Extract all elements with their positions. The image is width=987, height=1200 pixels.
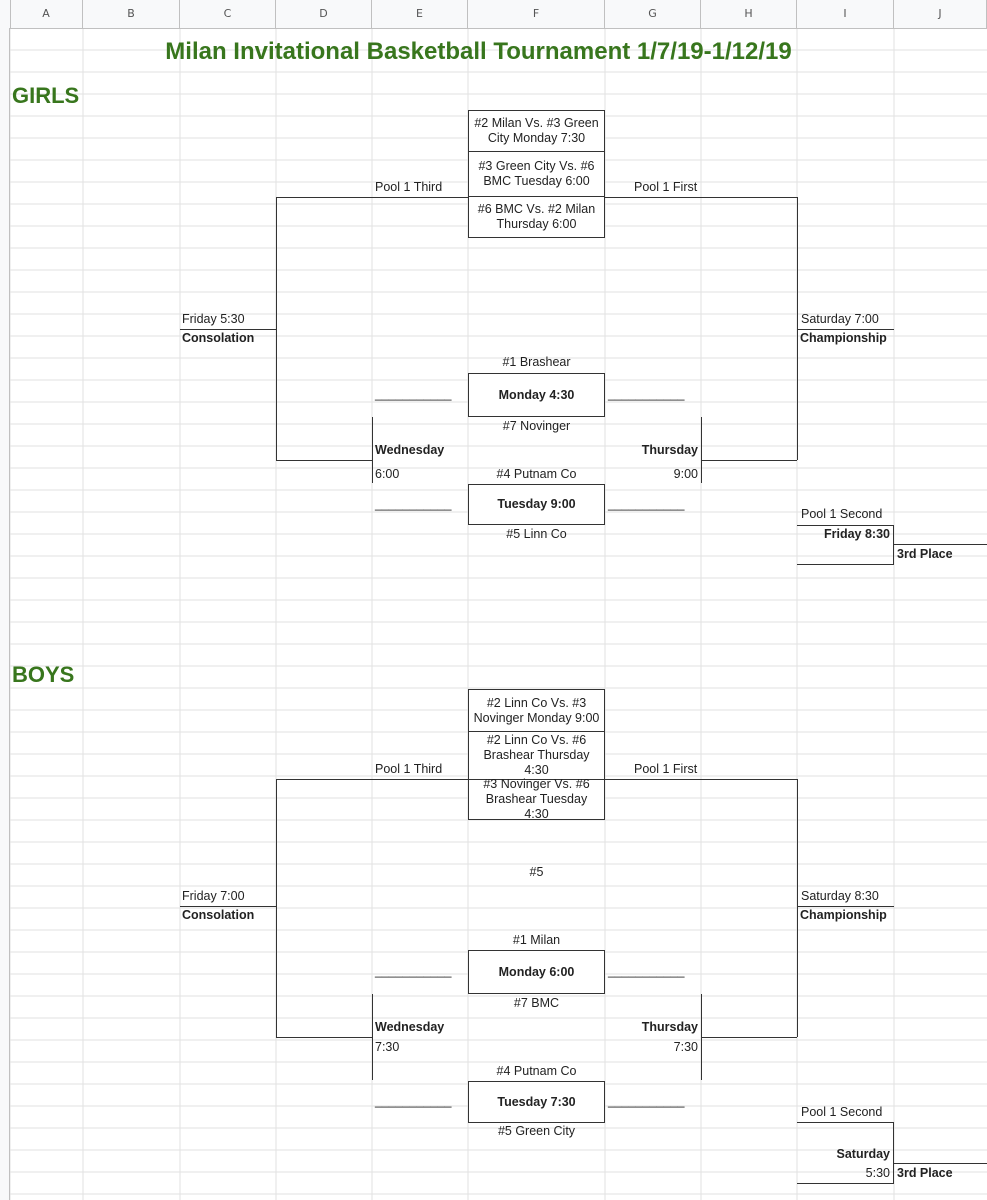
- girls-game2-time: Tuesday 9:00: [468, 484, 605, 525]
- girls-line-wednesday-vertical: [372, 417, 373, 483]
- boys-line-third-place-bottom: [797, 1183, 894, 1184]
- boys-game2-loser-blank: ___________: [608, 1094, 685, 1108]
- boys-third-place-label: 3rd Place: [897, 1166, 953, 1180]
- boys-line-championship-vertical: [797, 779, 798, 1037]
- column-header-e[interactable]: E: [372, 0, 468, 28]
- boys-line-third: [276, 779, 468, 780]
- boys-game1-loser-blank: ___________: [608, 964, 685, 978]
- girls-game1-winner-blank: ___________: [375, 387, 452, 401]
- girls-championship-label: Championship: [800, 331, 887, 345]
- boys-pool-game-1: #2 Linn Co Vs. #3 Novinger Monday 9:00: [468, 689, 605, 732]
- boys-line-pool1-second: [797, 1122, 894, 1123]
- girls-line-championship-vertical: [797, 197, 798, 460]
- girls-line-third-place-vertical: [893, 525, 894, 565]
- boys-game1-time: Monday 6:00: [468, 950, 605, 994]
- girls-third-place-label: 3rd Place: [897, 547, 953, 561]
- boys-third-place-day: Saturday: [836, 1147, 891, 1161]
- boys-pool-game-3: #3 Novinger Vs. #6 Brashear Tuesday 4:30: [468, 777, 605, 821]
- girls-pool1-first-label: Pool 1 First: [634, 180, 698, 194]
- girls-pool-game-3: #6 BMC Vs. #2 Milan Thursday 6:00: [468, 196, 605, 238]
- girls-game2-loser-blank: ___________: [608, 497, 685, 511]
- boys-championship-label: Championship: [800, 908, 887, 922]
- girls-line-consolation-vertical: [276, 197, 277, 460]
- girls-consolation-label: Consolation: [182, 331, 255, 345]
- boys-thursday-label: Thursday: [641, 1020, 698, 1034]
- girls-game1-loser-blank: ___________: [608, 387, 685, 401]
- boys-line-wednesday: [276, 1037, 372, 1038]
- boys-line-championship: [797, 906, 894, 907]
- girls-game2-bottom-team: #5 Linn Co: [506, 527, 567, 541]
- boys-pool1-third-label: Pool 1 Third: [375, 762, 443, 776]
- boys-wednesday-label: Wednesday: [375, 1020, 445, 1034]
- girls-line-thursday: [701, 460, 797, 461]
- boys-championship-time: Saturday 8:30: [801, 889, 879, 903]
- girls-line-thursday-vertical: [701, 417, 702, 483]
- boys-pool1-second-label: Pool 1 Second: [801, 1105, 883, 1119]
- column-header-i[interactable]: I: [797, 0, 894, 28]
- boys-game2-top-team: #4 Putnam Co: [496, 1064, 577, 1078]
- boys-line-third-place: [894, 1163, 987, 1164]
- girls-third-place-time: Friday 8:30: [823, 527, 890, 541]
- boys-seed5-label: #5: [529, 865, 544, 879]
- girls-heading: GIRLS: [12, 83, 80, 108]
- girls-line-third-place-bottom: [797, 564, 894, 565]
- girls-line-first: [605, 197, 797, 198]
- girls-line-championship: [797, 329, 894, 330]
- column-header-f[interactable]: F: [468, 0, 605, 28]
- boys-pool1-first-label: Pool 1 First: [634, 762, 698, 776]
- page-title: Milan Invitational Basketball Tournament…: [165, 38, 792, 65]
- girls-line-pool1-second: [797, 525, 894, 526]
- girls-pool-game-2: #3 Green City Vs. #6 BMC Tuesday 6:00: [468, 151, 605, 197]
- boys-line-third-place-vertical: [893, 1122, 894, 1184]
- boys-game1-winner-blank: ___________: [375, 964, 452, 978]
- column-header-row: A B C D E F G H I J: [0, 0, 987, 29]
- boys-game1-bottom-team: #7 BMC: [513, 996, 560, 1010]
- girls-pool1-second-label: Pool 1 Second: [801, 507, 883, 521]
- boys-game2-time: Tuesday 7:30: [468, 1081, 605, 1123]
- boys-heading: BOYS: [12, 662, 75, 687]
- column-header-c[interactable]: C: [180, 0, 276, 28]
- boys-game2-winner-blank: ___________: [375, 1094, 452, 1108]
- girls-line-wednesday: [276, 460, 372, 461]
- girls-championship-time: Saturday 7:00: [801, 312, 879, 326]
- column-header-h[interactable]: H: [701, 0, 797, 28]
- boys-line-consolation-vertical: [276, 779, 277, 1037]
- girls-line-third: [276, 197, 468, 198]
- girls-wednesday-label: Wednesday: [375, 443, 445, 457]
- girls-pool-game-1: #2 Milan Vs. #3 Green City Monday 7:30: [468, 110, 605, 152]
- boys-thursday-time: 7:30: [673, 1040, 698, 1054]
- column-header-a[interactable]: A: [10, 0, 83, 28]
- boys-game1-top-team: #1 Milan: [512, 933, 561, 947]
- boys-line-thursday-vertical: [701, 994, 702, 1080]
- girls-game2-winner-blank: ___________: [375, 497, 452, 511]
- girls-thursday-label: Thursday: [641, 443, 698, 457]
- boys-consolation-time: Friday 7:00: [182, 889, 245, 903]
- column-header-d[interactable]: D: [276, 0, 372, 28]
- boys-line-thursday: [701, 1037, 797, 1038]
- select-all-corner[interactable]: [0, 0, 11, 28]
- row-header-gutter: [0, 28, 10, 1200]
- girls-game2-top-team: #4 Putnam Co: [496, 467, 577, 481]
- boys-wednesday-time: 7:30: [375, 1040, 400, 1054]
- column-header-b[interactable]: B: [83, 0, 180, 28]
- girls-wednesday-time: 6:00: [375, 467, 400, 481]
- girls-pool1-third-label: Pool 1 Third: [375, 180, 443, 194]
- girls-line-consolation: [180, 329, 276, 330]
- girls-consolation-time: Friday 5:30: [182, 312, 245, 326]
- boys-game2-bottom-team: #5 Green City: [497, 1124, 576, 1138]
- boys-consolation-label: Consolation: [182, 908, 255, 922]
- boys-third-place-time: 5:30: [865, 1166, 890, 1180]
- girls-game1-bottom-team: #7 Novinger: [502, 419, 571, 433]
- column-header-j[interactable]: J: [894, 0, 987, 28]
- column-header-g[interactable]: G: [605, 0, 701, 28]
- boys-pool-game-2: #2 Linn Co Vs. #6 Brashear Thursday 4:30: [468, 731, 605, 780]
- boys-line-wednesday-vertical: [372, 994, 373, 1080]
- boys-line-first: [605, 779, 797, 780]
- girls-game1-top-team: #1 Brashear: [502, 355, 571, 369]
- boys-line-consolation: [180, 906, 276, 907]
- girls-game1-time: Monday 4:30: [468, 373, 605, 417]
- girls-thursday-time: 9:00: [673, 467, 698, 481]
- girls-line-third-place: [894, 544, 987, 545]
